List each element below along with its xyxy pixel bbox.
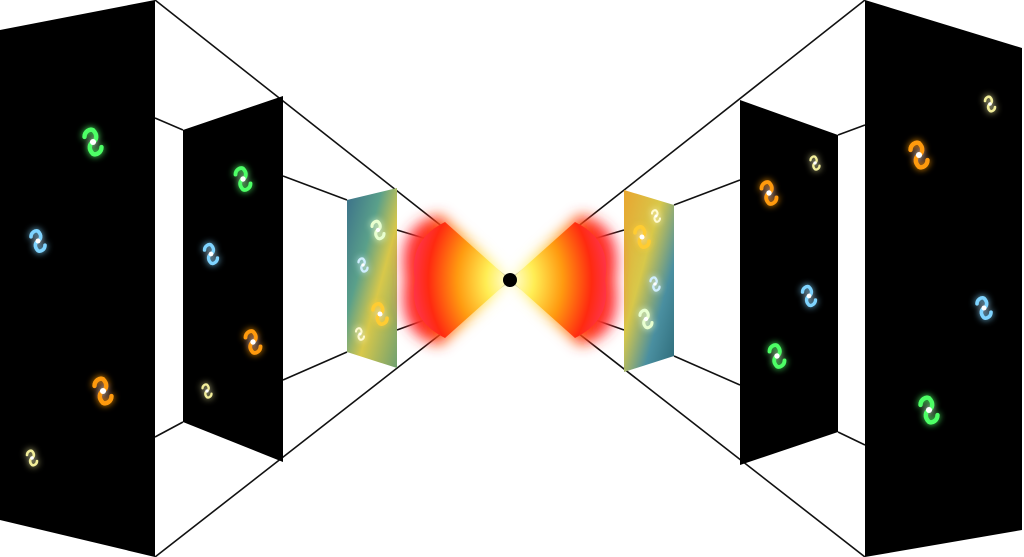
panel-right-outer — [865, 0, 1022, 557]
hot-plasma-left — [403, 215, 510, 345]
panel-left-outer — [0, 0, 155, 557]
panel-right-middle — [740, 100, 838, 465]
singularity-point-icon — [503, 273, 517, 287]
hot-plasma-right — [510, 215, 617, 345]
panel-left-middle — [183, 96, 283, 462]
panel-right-inner — [624, 190, 674, 372]
panel-left-inner — [347, 188, 397, 368]
